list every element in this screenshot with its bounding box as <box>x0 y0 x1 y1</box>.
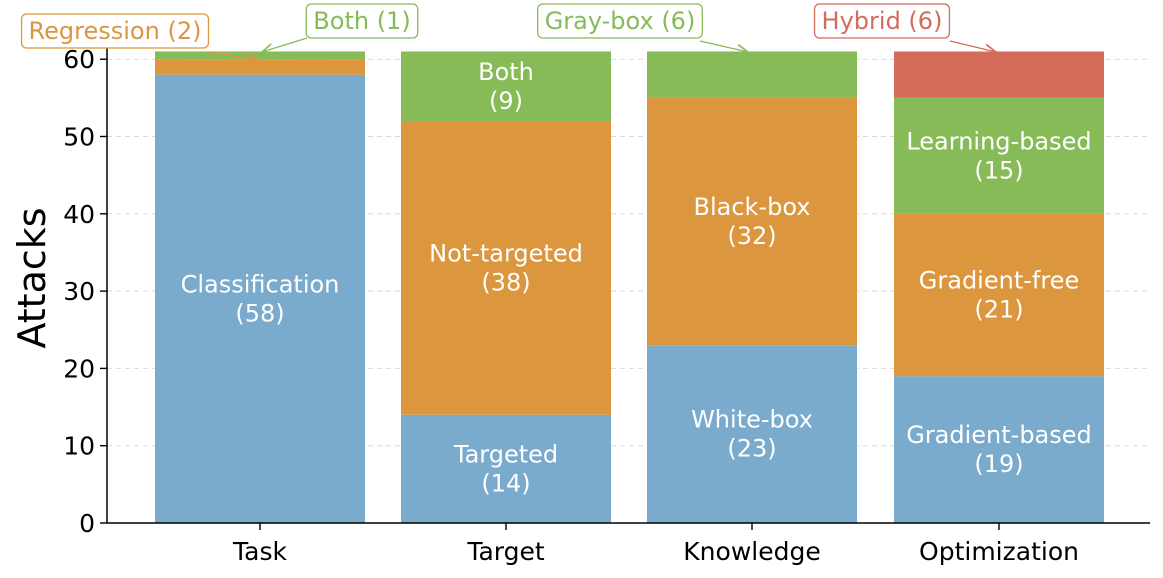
x-tick-label: Knowledge <box>683 537 820 566</box>
segment-label: (9) <box>489 87 523 115</box>
segment-label: Targeted <box>453 440 558 468</box>
segment-label: (19) <box>974 450 1023 478</box>
bar-segment-knowledge-gray-box <box>647 51 857 98</box>
bar-segment-target-both <box>401 51 611 122</box>
y-tick-label: 0 <box>79 509 95 538</box>
segment-label: Learning-based <box>906 127 1091 155</box>
segment-label: Classification <box>181 270 340 298</box>
callout-gray-box-6: Gray-box (6) <box>537 3 748 52</box>
bar-segment-task-classification <box>155 74 365 523</box>
segment-label: (58) <box>235 299 284 327</box>
callout-label: Hybrid (6) <box>822 7 943 35</box>
callout-box <box>537 3 703 39</box>
y-tick-label: 60 <box>63 45 95 74</box>
y-tick-label: 30 <box>63 277 95 306</box>
y-tick-label: 20 <box>63 354 95 383</box>
y-tick-label: 50 <box>63 123 95 152</box>
bars-layer <box>155 51 1104 523</box>
segment-label: (14) <box>481 469 530 497</box>
callout-arrow <box>949 40 996 52</box>
bar-segment-target-targeted <box>401 414 611 523</box>
callout-arrow <box>262 37 308 52</box>
x-tick-label: Target <box>466 537 545 566</box>
segment-label: Gradient-based <box>906 421 1092 449</box>
bar-segment-optimization-gradient-based <box>894 376 1104 523</box>
callout-box <box>20 13 210 49</box>
segment-label: (21) <box>974 295 1023 323</box>
y-axis-label: Attacks <box>10 207 54 348</box>
segment-labels-layer: Classification(58) Targeted(14) Not-target… <box>181 58 1092 498</box>
x-tick-label: Optimization <box>919 537 1079 566</box>
callout-box <box>813 3 951 39</box>
callout-both-1: Both (1) <box>262 3 419 52</box>
bar-segment-task-regression <box>155 59 365 75</box>
callout-label: Regression (2) <box>29 17 202 45</box>
segment-label: (38) <box>481 268 530 296</box>
bar-segment-optimization-gradient-free <box>894 213 1104 377</box>
y-tick-label: 40 <box>63 200 95 229</box>
bar-segment-optimization-learning-based <box>894 97 1104 214</box>
callout-box <box>305 3 419 39</box>
segment-label: White-box <box>691 406 813 434</box>
y-tick-label: 10 <box>63 432 95 461</box>
segment-label: (15) <box>974 156 1023 184</box>
bar-segment-task-both <box>155 51 365 60</box>
callout-arrow <box>209 51 258 60</box>
bar-segment-knowledge-black-box <box>647 97 857 346</box>
callout-arrow <box>699 40 748 52</box>
bar-segment-knowledge-white-box <box>647 345 857 523</box>
callout-hybrid-6: Hybrid (6) <box>813 3 996 52</box>
segment-label: Not-targeted <box>429 239 583 267</box>
segment-label: Gradient-free <box>919 266 1079 294</box>
x-tick-label: Task <box>232 537 287 566</box>
callouts-layer: Regression (2) Both (1) Gray-box (6) Hybrid… <box>20 3 996 60</box>
segment-label: (23) <box>727 435 776 463</box>
segment-label: Black-box <box>694 193 811 221</box>
callout-label: Gray-box (6) <box>545 7 696 35</box>
callout-regression-2: Regression (2) <box>20 13 258 60</box>
bar-segment-target-not-targeted <box>401 121 611 415</box>
callout-label: Both (1) <box>313 7 410 35</box>
segment-label: (32) <box>727 222 776 250</box>
bar-segment-optimization-hybrid <box>894 51 1104 98</box>
segment-label: Both <box>478 58 534 86</box>
